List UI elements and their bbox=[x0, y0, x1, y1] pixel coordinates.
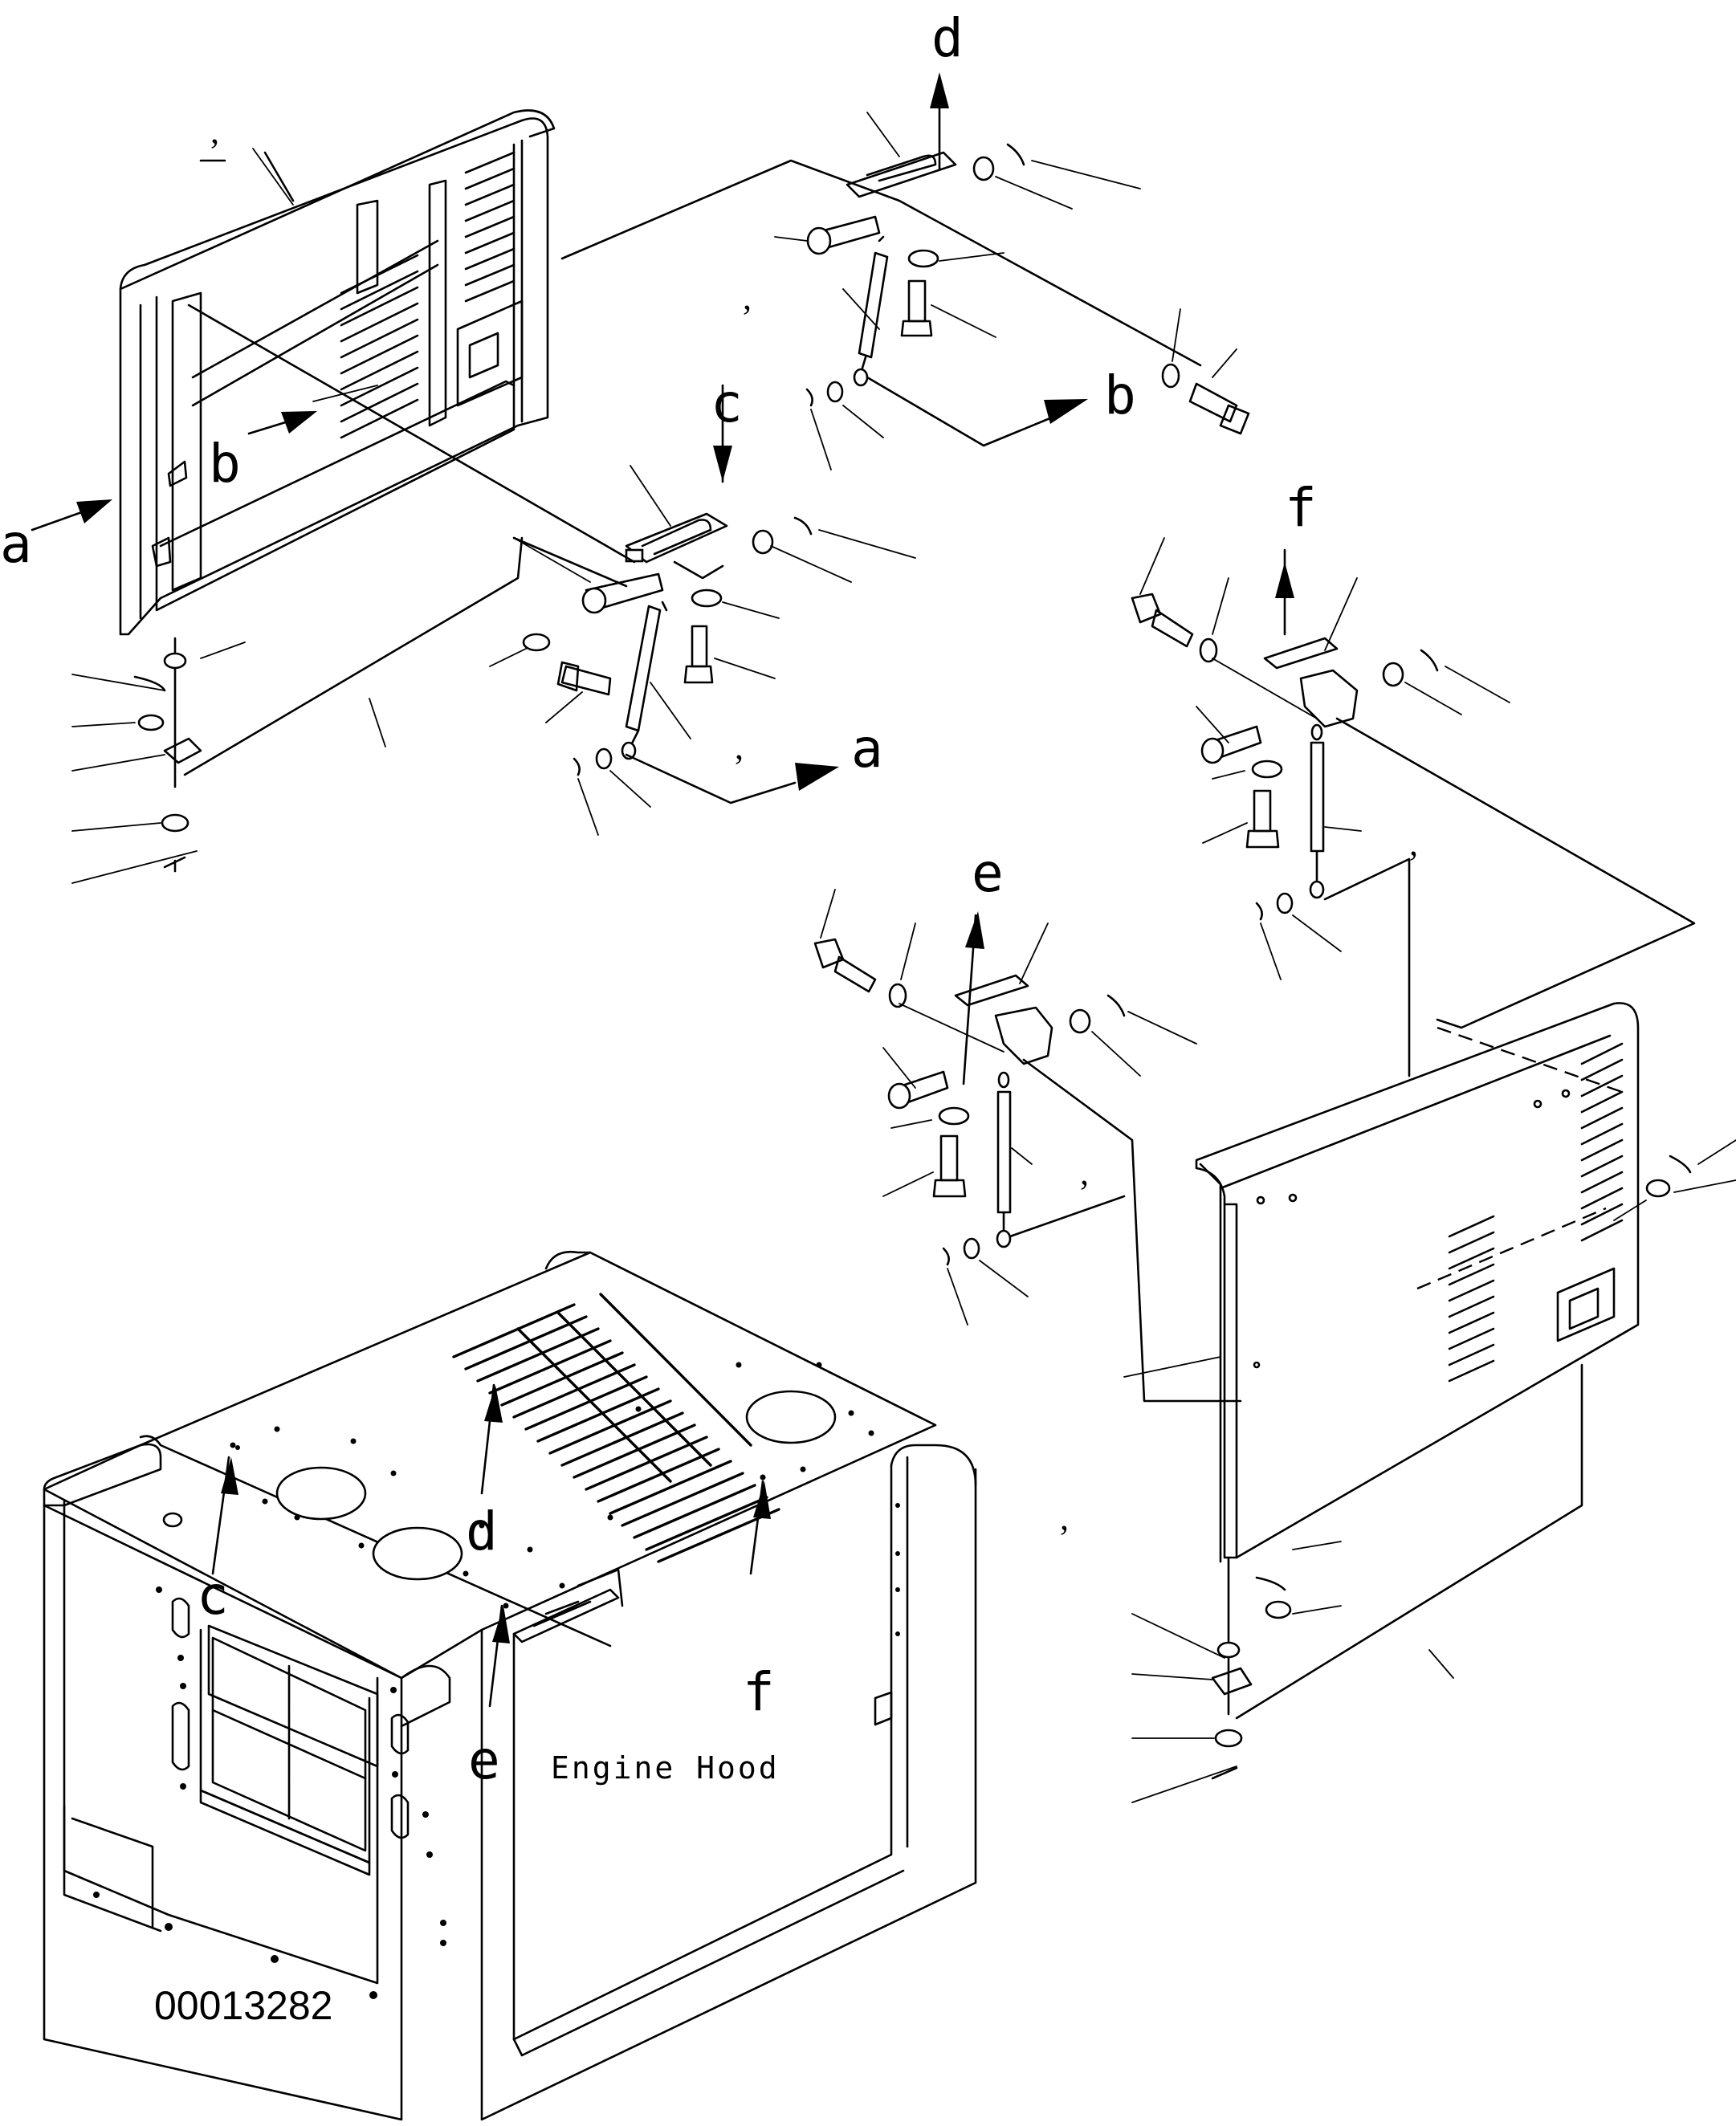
arrow-f-hood: f bbox=[743, 1480, 775, 1723]
top-grille bbox=[452, 1293, 780, 1563]
left-panel-louver-lower bbox=[340, 254, 419, 439]
washer-icon bbox=[1216, 1641, 1241, 1659]
washer-icon bbox=[1276, 892, 1294, 914]
hinge-bolt-c bbox=[683, 625, 714, 684]
hinge-assembly-e: e bbox=[813, 842, 1242, 1403]
reference-letter-c: c bbox=[197, 1565, 229, 1627]
washer-icon bbox=[1214, 1729, 1243, 1748]
tick-mark: , bbox=[1080, 1153, 1089, 1192]
bolt-c-lower bbox=[556, 661, 612, 696]
left-panel-latch-assembly bbox=[71, 536, 524, 884]
side-fastener-dots bbox=[895, 1503, 900, 1636]
washer-icon bbox=[938, 1106, 970, 1126]
hinge-bolt-d bbox=[900, 279, 933, 337]
washer-icon bbox=[1199, 637, 1218, 663]
front-opening-frame bbox=[199, 1624, 379, 1876]
hinge-bolt-f bbox=[1245, 789, 1280, 849]
right-side-door-panel: , bbox=[1060, 1002, 1736, 1720]
bolt-e bbox=[813, 938, 877, 993]
hinge-bolt-e bbox=[932, 1134, 967, 1198]
left-side-door-panel: , bbox=[119, 109, 556, 636]
washer-icon bbox=[1645, 1179, 1671, 1198]
arrow-e-hood: e bbox=[468, 1604, 510, 1791]
left-panel-louver-upper bbox=[464, 151, 516, 303]
hinge-pin-c bbox=[581, 572, 664, 614]
tick-mark: , bbox=[743, 278, 752, 317]
washer-icon bbox=[1069, 1008, 1091, 1034]
washer-icon bbox=[1161, 363, 1180, 389]
washer-icon bbox=[826, 381, 844, 403]
washer-icon bbox=[595, 747, 613, 770]
gas-strut-f bbox=[1309, 723, 1325, 899]
tick-mark: , bbox=[1060, 1498, 1069, 1537]
arrow-c-hood: c bbox=[197, 1456, 238, 1627]
bolt-f bbox=[1131, 593, 1194, 648]
tick-mark: , bbox=[735, 727, 744, 767]
arrow-a-left: a bbox=[0, 499, 112, 575]
top-opening bbox=[372, 1526, 463, 1581]
washer-icon bbox=[1265, 1600, 1292, 1619]
hinge-assembly-d: d b , bbox=[560, 7, 1250, 470]
hinge-pin-d bbox=[806, 215, 881, 255]
reference-letter-d: d bbox=[466, 1501, 498, 1562]
gas-strut-c bbox=[621, 601, 668, 760]
reference-letter-a: a bbox=[0, 513, 32, 575]
tick-mark: , bbox=[1409, 824, 1418, 863]
diagram-caption: Engine Hood bbox=[551, 1750, 780, 1786]
tick-mark: , bbox=[210, 112, 219, 151]
washer-icon bbox=[163, 652, 187, 670]
right-panel-louver-small bbox=[1580, 1042, 1624, 1242]
top-fastener-dots bbox=[230, 1362, 874, 1609]
washer-icon bbox=[1251, 760, 1283, 779]
gas-strut-d bbox=[853, 235, 889, 387]
washer-icon bbox=[972, 156, 995, 181]
top-opening bbox=[275, 1466, 367, 1521]
arrow-b-left: b bbox=[209, 385, 378, 495]
drawing-number: 00013282 bbox=[154, 1983, 332, 2028]
washer-icon bbox=[691, 589, 723, 608]
hinge-assembly-c: c bbox=[187, 303, 916, 836]
top-opening bbox=[745, 1390, 837, 1444]
reference-letter-a: a bbox=[851, 718, 883, 780]
engine-hood-body bbox=[43, 1250, 977, 2121]
washer-icon bbox=[752, 529, 774, 555]
reference-letter-d: d bbox=[931, 7, 964, 69]
reference-letter-b: b bbox=[1104, 365, 1136, 426]
hinge-assembly-f: f bbox=[1131, 477, 1696, 1077]
arrow-d-hood: d bbox=[466, 1383, 503, 1562]
washer-icon bbox=[137, 714, 165, 731]
front-fastener-dots bbox=[93, 1586, 446, 1999]
bolt-d-right bbox=[1188, 382, 1250, 435]
gas-strut-e bbox=[996, 1071, 1012, 1248]
reference-letter-c: c bbox=[711, 373, 743, 434]
reference-letter-f: f bbox=[1285, 477, 1317, 539]
reference-letter-e: e bbox=[972, 842, 1004, 904]
washer-icon bbox=[522, 633, 551, 652]
washer-icon bbox=[907, 249, 939, 268]
washer-icon bbox=[1382, 662, 1404, 687]
washer-icon bbox=[963, 1237, 980, 1260]
right-panel-latch-assembly bbox=[1131, 1541, 1454, 1803]
right-panel-louver-large bbox=[1448, 1215, 1495, 1383]
reference-letter-b: b bbox=[209, 433, 241, 495]
hinge-pin-e bbox=[887, 1070, 949, 1110]
hinge-pin-f bbox=[1200, 725, 1262, 764]
washer-icon bbox=[161, 813, 189, 833]
reference-letter-f: f bbox=[743, 1661, 775, 1723]
reference-letter-e: e bbox=[468, 1729, 500, 1791]
washer-icon bbox=[888, 983, 907, 1008]
